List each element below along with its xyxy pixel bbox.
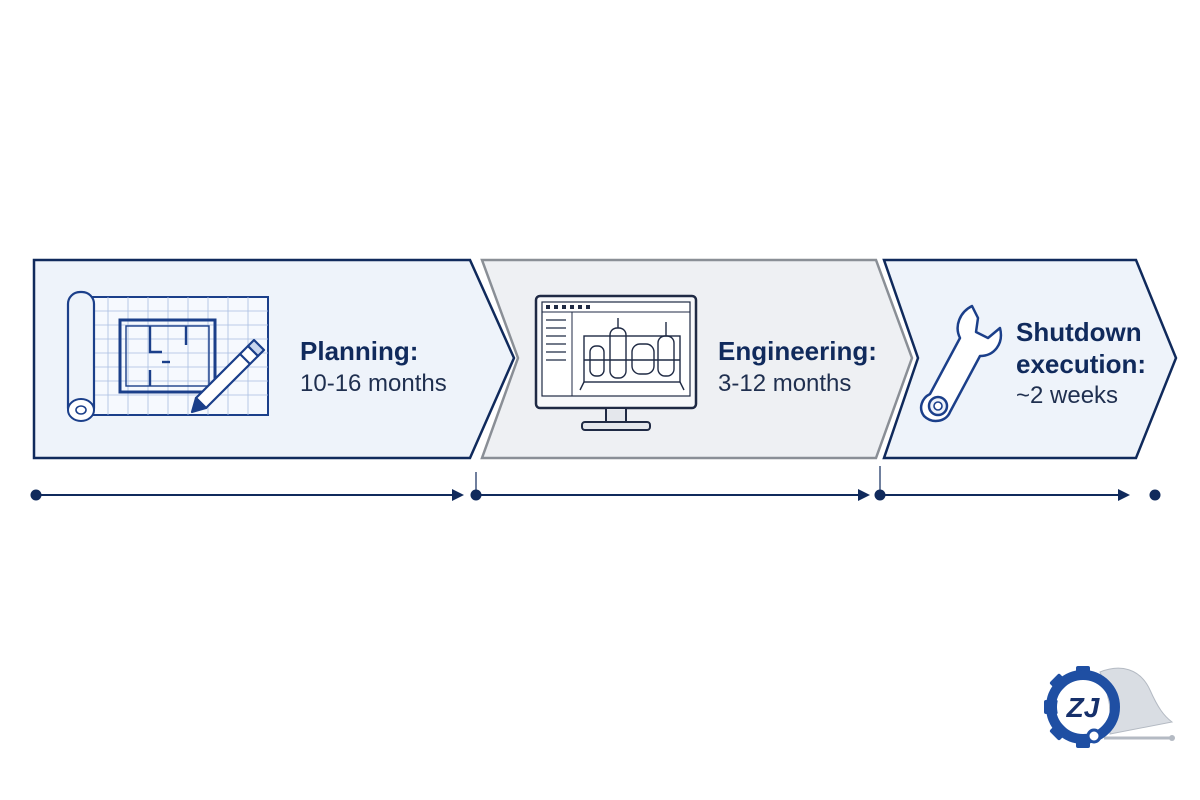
stage-shutdown <box>882 258 1178 460</box>
timeline <box>30 466 1161 501</box>
timeline-end-dot <box>1149 489 1161 501</box>
shutdown-chevron-shape <box>882 258 1178 460</box>
planning-duration: 10-16 months <box>300 370 447 397</box>
stage-engineering <box>480 258 914 460</box>
stage-planning <box>32 258 516 460</box>
logo-text: ZJ <box>1066 692 1101 723</box>
planning-title: Planning: <box>300 336 419 366</box>
timeline-milestone-dot <box>874 489 886 501</box>
monitor-plant-model-icon <box>534 294 698 431</box>
shutdown-duration: ~2 weeks <box>1016 382 1119 409</box>
shutdown-title-line1: Shutdown <box>1016 317 1142 347</box>
blueprint-pencil-icon <box>66 290 269 422</box>
timeline-milestone-dot <box>470 489 482 501</box>
shutdown-title-line2: execution: <box>1016 349 1147 379</box>
engineering-duration: 3-12 months <box>718 370 852 397</box>
company-logo: ZJ <box>1044 666 1175 748</box>
engineering-title: Engineering: <box>718 336 877 366</box>
wrench-icon <box>919 304 1003 423</box>
timeline-start-dot <box>30 489 42 501</box>
